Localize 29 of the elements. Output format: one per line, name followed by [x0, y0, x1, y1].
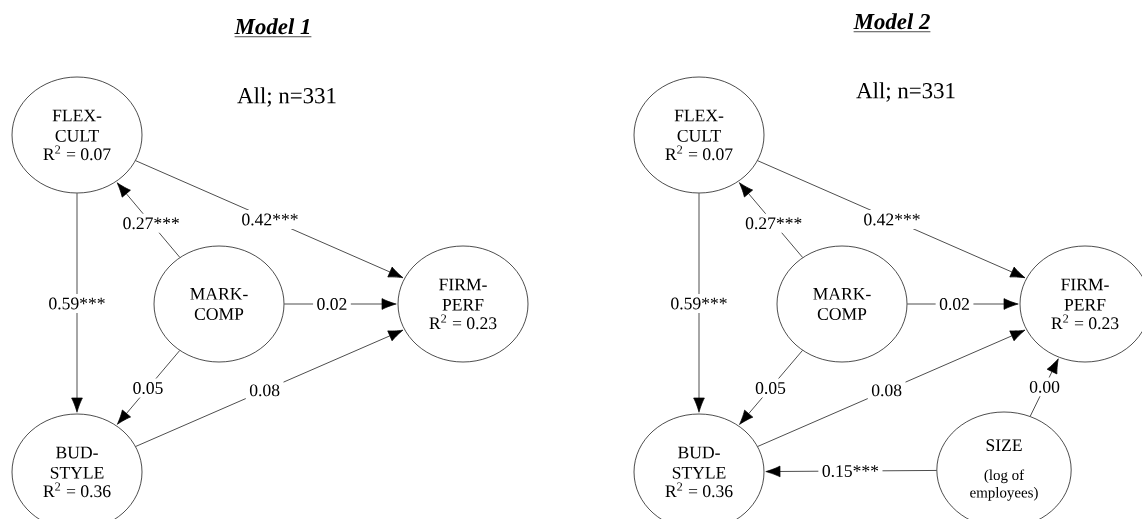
edge-label: 0.00 — [1025, 377, 1064, 397]
arrow — [757, 329, 1026, 447]
sample-note: All; n=331 — [237, 87, 336, 107]
arrow — [757, 160, 1026, 279]
arrow — [739, 350, 803, 425]
arrow — [1029, 358, 1059, 417]
arrow — [116, 182, 181, 258]
edge-label: 0.02 — [935, 294, 974, 314]
model-title: Model 1 — [234, 18, 312, 38]
arrow — [693, 193, 705, 413]
arrow — [116, 350, 180, 425]
edge-label: 0.05 — [751, 378, 790, 398]
edge-label: 0.08 — [245, 380, 284, 400]
edge-label: 0.59*** — [666, 294, 732, 313]
edge-label: 0.02 — [313, 294, 351, 314]
sample-note: All; n=331 — [856, 82, 955, 102]
edge-label: 0.08 — [867, 380, 906, 400]
edge-label: 0.05 — [129, 378, 167, 398]
edge-label: 0.27*** — [741, 213, 806, 233]
arrow — [135, 329, 404, 447]
model-title: Model 2 — [853, 13, 931, 33]
edge-label: 0.42*** — [237, 210, 303, 229]
arrow — [135, 160, 404, 279]
edge-label: 0.27*** — [119, 213, 184, 233]
edge-label: 0.42*** — [859, 210, 925, 229]
arrow — [71, 193, 83, 413]
edge-label: 0.15*** — [818, 461, 883, 481]
arrow — [739, 182, 803, 258]
edge-label: 0.59*** — [44, 294, 110, 313]
